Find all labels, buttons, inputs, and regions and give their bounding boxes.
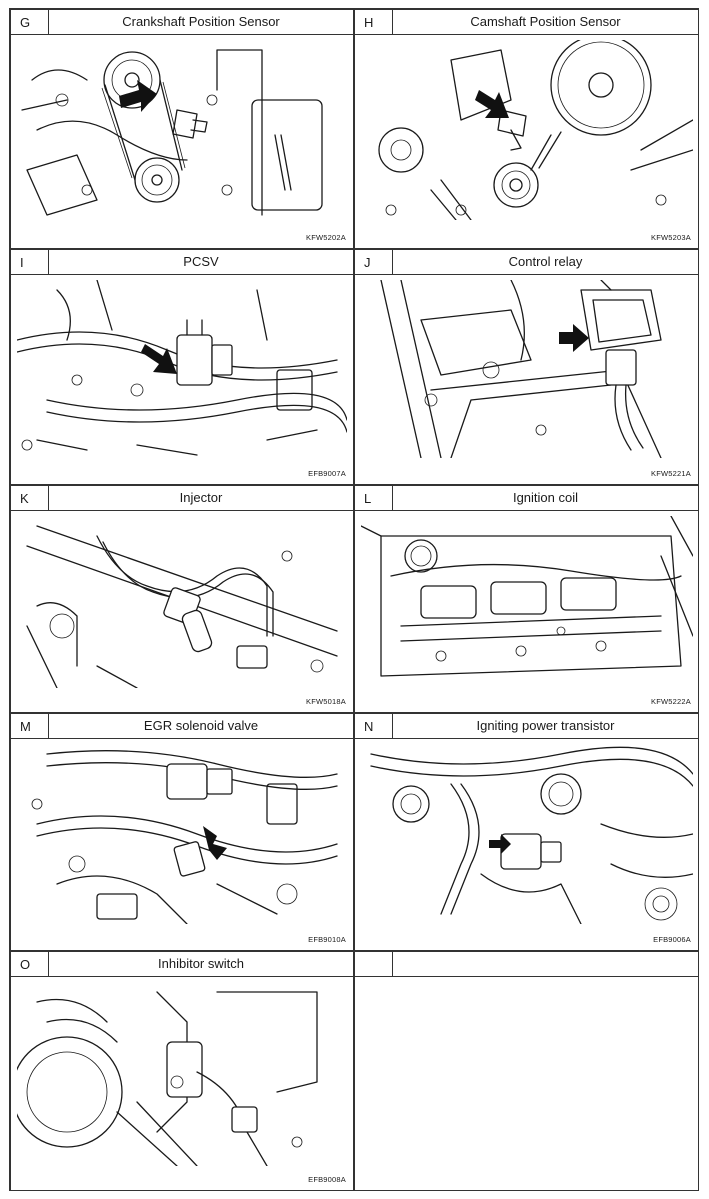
panel-title: Injector xyxy=(179,490,223,505)
panel-header: L Ignition coil xyxy=(355,486,698,511)
crankshaft-illustration xyxy=(21,49,323,216)
figure-code: KFW5222A xyxy=(651,697,691,706)
ignition-coil-illustration xyxy=(361,516,693,677)
panel-igniting-power-transistor: N Igniting power transistor EFB9006A xyxy=(354,713,699,951)
injector-illustration xyxy=(26,525,338,688)
panel-title: PCSV xyxy=(183,254,219,269)
panel-empty xyxy=(354,951,699,1191)
figure-code: EFB9006A xyxy=(653,935,691,944)
control-relay-illustration xyxy=(380,280,662,458)
panel-header: J Control relay xyxy=(355,250,698,275)
panel-letter: O xyxy=(11,952,49,976)
panel-header: M EGR solenoid valve xyxy=(11,714,353,739)
panel-header: G Crankshaft Position Sensor xyxy=(11,10,353,35)
panel-letter: L xyxy=(355,486,393,510)
egr-solenoid-illustration xyxy=(31,750,338,924)
panel-egr-solenoid-valve: M EGR solenoid valve EFB9010A xyxy=(10,713,354,951)
panel-control-relay: J Control relay KFW5221A xyxy=(354,249,699,485)
locator-arrow-icon xyxy=(475,90,509,118)
panel-crankshaft-position-sensor: G Crankshaft Position Sensor KFW5202A xyxy=(10,9,354,249)
panel-letter: N xyxy=(355,714,393,738)
panel-title: EGR solenoid valve xyxy=(143,718,259,733)
panel-inhibitor-switch: O Inhibitor switch EFB9008A xyxy=(10,951,354,1191)
panel-letter: J xyxy=(355,250,393,274)
panel-letter: I xyxy=(11,250,49,274)
panel-header: N Igniting power transistor xyxy=(355,714,698,739)
panel-ignition-coil: L Ignition coil KFW5222A xyxy=(354,485,699,713)
locator-arrow-icon xyxy=(489,834,511,854)
figure-code: EFB9008A xyxy=(308,1175,346,1184)
camshaft-illustration xyxy=(378,40,693,220)
panel-header: O Inhibitor switch xyxy=(11,952,353,977)
panel-title: Igniting power transistor xyxy=(476,718,615,733)
locator-arrow-icon xyxy=(119,80,157,112)
locator-arrow-icon xyxy=(141,344,177,374)
panel-title: Camshaft Position Sensor xyxy=(470,14,621,29)
panel-title: Crankshaft Position Sensor xyxy=(122,14,280,29)
panel-letter: H xyxy=(355,10,393,34)
figure-code: KFW5202A xyxy=(306,233,346,242)
panel-title: Ignition coil xyxy=(512,490,579,505)
panel-camshaft-position-sensor: H Camshaft Position Sensor KFW5203A xyxy=(354,9,699,249)
panel-letter: M xyxy=(11,714,49,738)
locator-arrow-icon xyxy=(203,826,227,860)
figure-code: KFW5221A xyxy=(651,469,691,478)
figure-code: KFW5018A xyxy=(306,697,346,706)
panel-pcsv: I PCSV EFB9007A xyxy=(10,249,354,485)
inhibitor-switch-illustration xyxy=(17,991,318,1166)
panel-title: Inhibitor switch xyxy=(158,956,244,971)
panel-letter: K xyxy=(11,486,49,510)
panel-header: I PCSV xyxy=(11,250,353,275)
locator-arrow-icon xyxy=(559,324,589,352)
panel-title xyxy=(393,952,698,976)
panel-letter: G xyxy=(11,10,49,34)
power-transistor-illustration xyxy=(370,746,693,924)
figure-code: EFB9010A xyxy=(308,935,346,944)
figure-code: EFB9007A xyxy=(308,469,346,478)
panel-injector: K Injector KFW5018A xyxy=(10,485,354,713)
panel-title: Control relay xyxy=(508,254,583,269)
panel-header xyxy=(355,952,698,977)
figure-code: KFW5203A xyxy=(651,233,691,242)
panel-letter xyxy=(355,952,393,976)
pcsv-illustration xyxy=(17,280,347,456)
panel-header: K Injector xyxy=(11,486,353,511)
panel-header: H Camshaft Position Sensor xyxy=(355,10,698,35)
